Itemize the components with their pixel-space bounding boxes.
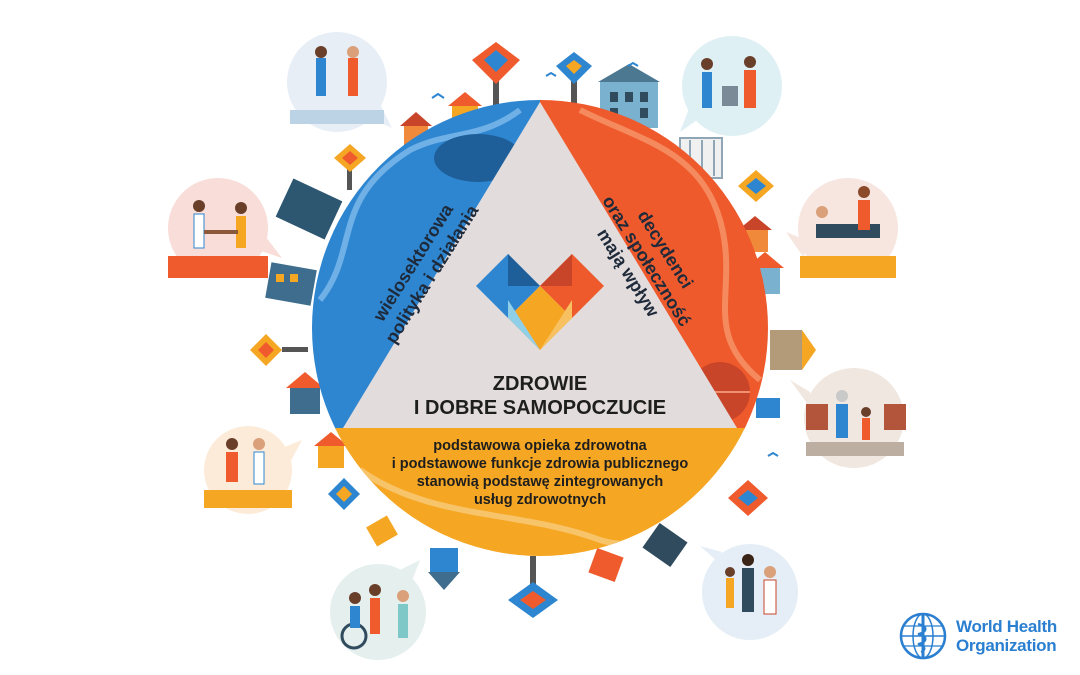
who-name-line2: Organization	[956, 636, 1057, 655]
scene-bubbles	[168, 32, 906, 660]
building-icon	[275, 178, 343, 240]
bottom-label-line2: i podstawowe funkcje zdrowia publicznego	[392, 456, 689, 472]
house-icon	[314, 432, 348, 468]
scene-bubble-market	[790, 368, 906, 468]
who-name-line1: World Health	[956, 617, 1057, 636]
person-icon	[836, 404, 848, 438]
person-icon	[316, 58, 326, 96]
person-icon	[763, 579, 777, 615]
house-icon	[770, 330, 816, 370]
person-icon	[193, 213, 205, 249]
scene-bubble-doctor	[168, 178, 282, 278]
person-icon	[226, 452, 238, 482]
person-icon	[398, 604, 408, 638]
person-icon	[862, 418, 870, 440]
center-title-line2: I DOBRE SAMOPOCZUCIE	[414, 397, 666, 419]
scene-bubble-workers	[287, 32, 392, 132]
who-logo: World Health Organization	[896, 610, 1076, 662]
person-icon	[726, 578, 734, 608]
person-icon	[348, 58, 358, 96]
house-icon	[366, 515, 398, 547]
center-title-line1: ZDROWIE	[493, 373, 587, 395]
tree-icon	[250, 334, 308, 366]
scene-bubble-family	[700, 544, 798, 640]
house-icon	[588, 547, 624, 583]
scene-bubble-water	[680, 36, 782, 136]
tree-icon	[556, 52, 592, 112]
person-icon	[742, 568, 754, 612]
who-emblem-icon	[899, 612, 947, 660]
scene-bubble-consultation	[204, 426, 302, 514]
bottom-label-line4: usług zdrowotnych	[474, 492, 606, 508]
person-icon	[702, 72, 712, 108]
tree-icon	[334, 144, 366, 190]
bottom-label-line1: podstawowa opieka zdrowotna	[433, 438, 647, 454]
tree-icon	[328, 478, 360, 510]
scene-bubble-wheelchair	[330, 560, 426, 660]
house-icon	[428, 548, 460, 590]
tree-icon	[738, 170, 774, 202]
heart-icon	[476, 254, 604, 350]
house-icon	[286, 372, 324, 414]
person-icon	[744, 70, 756, 108]
who-name: World Health Organization	[956, 617, 1057, 655]
bottom-label-line3: stanowią podstawę zintegrowanych	[417, 474, 664, 490]
building-icon	[265, 262, 317, 306]
house-icon	[642, 522, 688, 568]
person-icon	[858, 200, 870, 230]
person-icon	[236, 216, 246, 248]
tree-icon	[472, 42, 520, 112]
person-icon	[370, 598, 380, 634]
bottom-segment-label: podstawowa opieka zdrowotna i podstawowe…	[392, 438, 689, 508]
center-triangle	[343, 102, 737, 428]
house-icon	[756, 398, 780, 418]
person-icon	[253, 451, 265, 485]
tree-icon	[728, 480, 768, 516]
tree-icon	[508, 556, 558, 618]
scene-bubble-care	[786, 178, 898, 278]
